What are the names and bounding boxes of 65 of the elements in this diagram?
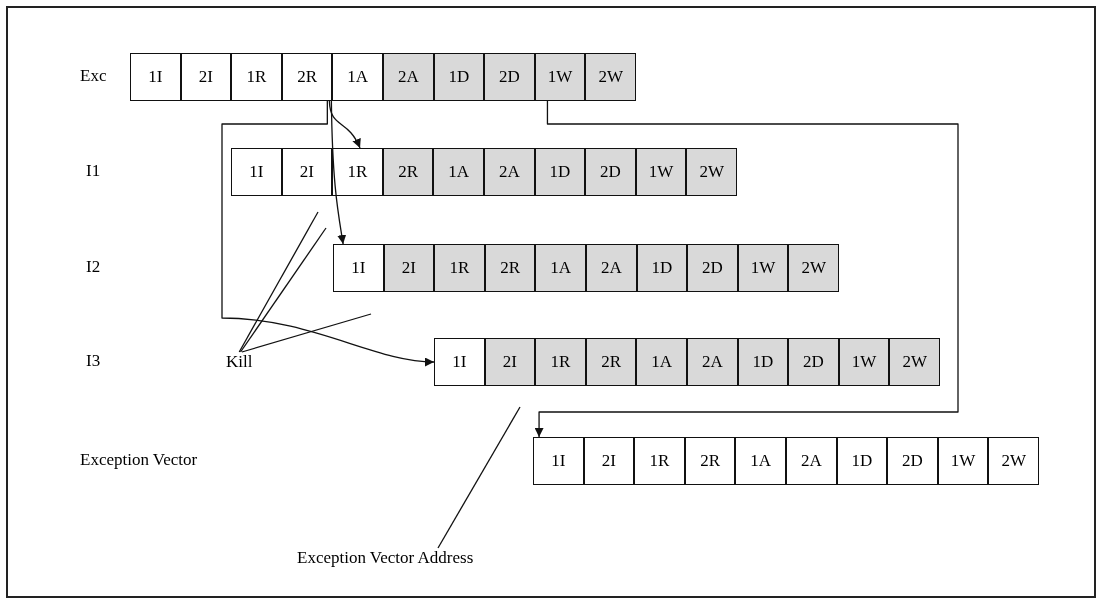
pipeline-stage: 2W	[988, 437, 1039, 485]
pipeline-stage: 1I	[333, 244, 384, 292]
pipeline-stage: 1R	[434, 244, 485, 292]
pipeline-stage: 2W	[686, 148, 737, 196]
pipeline-stage: 1D	[534, 148, 586, 196]
row-label: Exception Vector	[80, 450, 198, 470]
pipeline-stage: 1A	[433, 148, 484, 196]
annotation-text: Exception Vector Address	[297, 548, 474, 568]
pipeline-stage: 2R	[585, 338, 637, 386]
pipeline-stage: 2W	[889, 338, 940, 386]
pipeline-stage: 1W	[635, 148, 687, 196]
pipeline-stage: 1R	[332, 148, 383, 196]
pipeline-stage: 1R	[535, 338, 586, 386]
pipeline-stage: 1A	[535, 244, 586, 292]
pipeline-stage: 1W	[937, 437, 989, 485]
annotation-text: Kill	[226, 352, 253, 372]
arrow	[221, 100, 435, 366]
pipeline-stage: 2D	[585, 148, 636, 196]
row-label: I3	[86, 351, 101, 371]
pipeline-stage: 1A	[636, 338, 687, 386]
pipeline-stage: 2D	[788, 338, 839, 386]
pipeline-stage: 1D	[636, 244, 688, 292]
pipeline-stage: 1I	[434, 338, 485, 386]
pipeline-stage: 1I	[533, 437, 584, 485]
leader-line	[241, 313, 372, 353]
pipeline-stage: 2R	[684, 437, 736, 485]
row-label: I1	[86, 161, 101, 181]
pipeline-stage: 2R	[484, 244, 536, 292]
leader-line	[239, 227, 327, 353]
pipeline-stage: 1W	[534, 53, 586, 101]
pipeline-stage: 2D	[484, 53, 535, 101]
row-label: I2	[86, 257, 101, 277]
pipeline-stage: 2A	[383, 53, 434, 101]
arrow	[328, 100, 361, 149]
pipeline-stage: 2R	[281, 53, 333, 101]
pipeline-stage: 2I	[180, 53, 232, 101]
row-label: Exc	[80, 66, 107, 86]
leader-line	[238, 211, 319, 353]
pipeline-stage: 1W	[737, 244, 789, 292]
pipeline-stage: 2D	[687, 244, 738, 292]
pipeline-stage: 1R	[231, 53, 282, 101]
pipeline-stage: 1D	[433, 53, 485, 101]
pipeline-stage: 2A	[786, 437, 837, 485]
pipeline-stage: 2A	[484, 148, 535, 196]
pipeline-stage: 1D	[737, 338, 789, 386]
pipeline-stage: 2W	[585, 53, 636, 101]
pipeline-stage: 2W	[788, 244, 839, 292]
pipeline-stage: 2R	[382, 148, 434, 196]
pipeline-stage: 1A	[735, 437, 786, 485]
pipeline-stage: 2I	[484, 338, 536, 386]
pipeline-stage: 1D	[836, 437, 888, 485]
pipeline-stage: 2A	[586, 244, 637, 292]
pipeline-stage: 1I	[231, 148, 282, 196]
pipeline-stage: 1I	[130, 53, 181, 101]
pipeline-stage: 1R	[634, 437, 685, 485]
pipeline-stage: 1W	[838, 338, 890, 386]
pipeline-stage: 1A	[332, 53, 383, 101]
arrow	[330, 100, 347, 245]
pipeline-stage: 2A	[687, 338, 738, 386]
pipeline-stage: 2I	[583, 437, 635, 485]
pipeline-stage: 2I	[383, 244, 435, 292]
pipeline-stage: 2I	[281, 148, 333, 196]
leader-line	[437, 406, 521, 549]
arrow	[534, 100, 959, 438]
pipeline-stage: 2D	[887, 437, 938, 485]
